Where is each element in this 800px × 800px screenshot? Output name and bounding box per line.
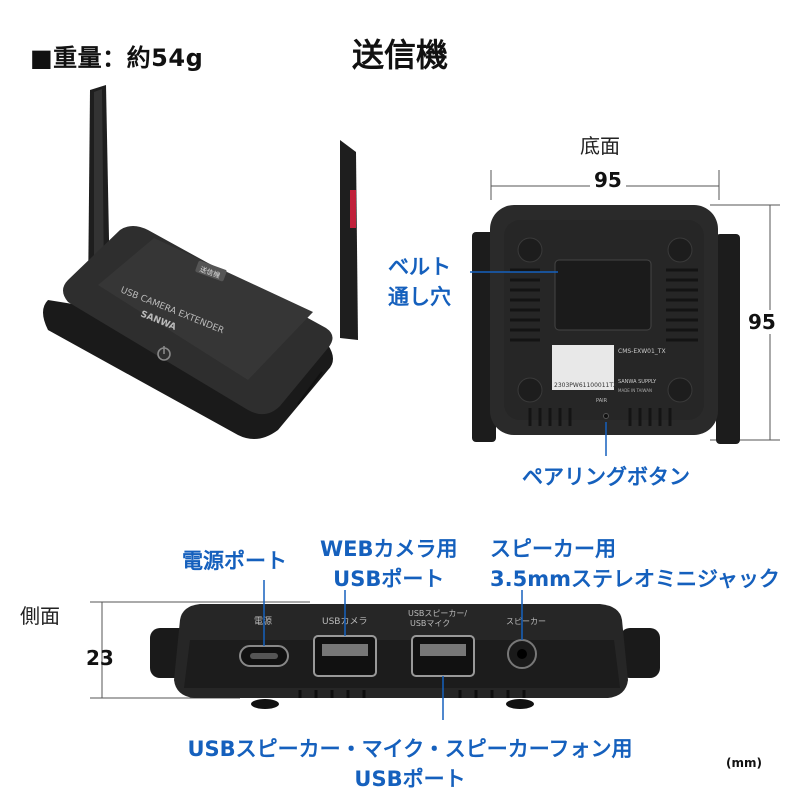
antenna-right bbox=[340, 140, 358, 340]
callout-belt-line2: 通し穴 bbox=[388, 285, 451, 309]
bottom-made: MADE IN TAIWAN bbox=[618, 388, 652, 393]
sticker-model: CMS-EXW01_TX bbox=[618, 348, 666, 355]
callout-belt-line1: ベルト bbox=[388, 255, 451, 279]
weight-spec: ■重量：約54g bbox=[30, 44, 204, 72]
port-label-speaker2: USBマイク bbox=[410, 619, 450, 628]
port-label-power: 電源 bbox=[254, 616, 272, 627]
callout-power-port: 電源ポート bbox=[182, 549, 287, 573]
device-side-image: 電源 USBカメラ USBスピーカー/ USBマイク スピーカー bbox=[90, 580, 660, 720]
unit-label: (mm) bbox=[726, 756, 762, 770]
pairing-button bbox=[603, 413, 609, 419]
height-dimension: 23 bbox=[86, 646, 114, 670]
antenna-accent bbox=[350, 190, 356, 228]
port-label-jack: スピーカー bbox=[506, 617, 546, 626]
sticker-serial: 2303PW61100011TX bbox=[554, 382, 617, 389]
side-view-label: 側面 bbox=[20, 604, 60, 628]
device-bottom-image: 2303PW61100011TX CMS-EXW01_TX SANWA SUPP… bbox=[470, 170, 780, 456]
label-sticker bbox=[552, 345, 614, 390]
callout-usb-speaker-port: USBスピーカー・マイク・スピーカーフォン用 USBポート bbox=[150, 734, 670, 794]
callout-jack-line2: 3.5mmステレオミニジャック bbox=[490, 567, 780, 591]
callout-webcam-line2: USBポート bbox=[333, 567, 445, 591]
device-perspective-image: 送信機 USB CAMERA EXTENDER SANWA bbox=[43, 85, 358, 439]
page-title: 送信機 bbox=[351, 36, 448, 74]
callout-pairing-button: ペアリングボタン bbox=[522, 465, 690, 489]
power-icon bbox=[157, 346, 171, 361]
callout-usb-speaker-line1: USBスピーカー・マイク・スピーカーフォン用 bbox=[187, 737, 633, 761]
vents-right bbox=[666, 268, 698, 342]
callout-usb-speaker-line2: USBポート bbox=[354, 767, 466, 791]
bottom-brand: SANWA SUPPLY bbox=[618, 379, 657, 385]
belt-hole bbox=[554, 259, 652, 331]
side-vents bbox=[298, 690, 526, 698]
depth-dimension: 95 bbox=[748, 310, 776, 334]
port-label-speaker1: USBスピーカー/ bbox=[408, 609, 467, 618]
bottom-view-label: 底面 bbox=[580, 134, 620, 158]
callout-belt-hole: ベルト 通し穴 bbox=[388, 252, 451, 312]
width-dimension: 95 bbox=[590, 168, 626, 192]
vents-bottom bbox=[528, 408, 672, 426]
callout-webcam-line1: WEBカメラ用 bbox=[320, 537, 458, 561]
callout-jack-line1: スピーカー用 bbox=[490, 537, 616, 561]
callout-webcam-port: WEBカメラ用 USBポート bbox=[320, 534, 458, 594]
callout-audio-jack: スピーカー用 3.5mmステレオミニジャック bbox=[490, 534, 780, 594]
pair-print: PAIR bbox=[596, 398, 608, 404]
vents-left bbox=[510, 268, 540, 342]
